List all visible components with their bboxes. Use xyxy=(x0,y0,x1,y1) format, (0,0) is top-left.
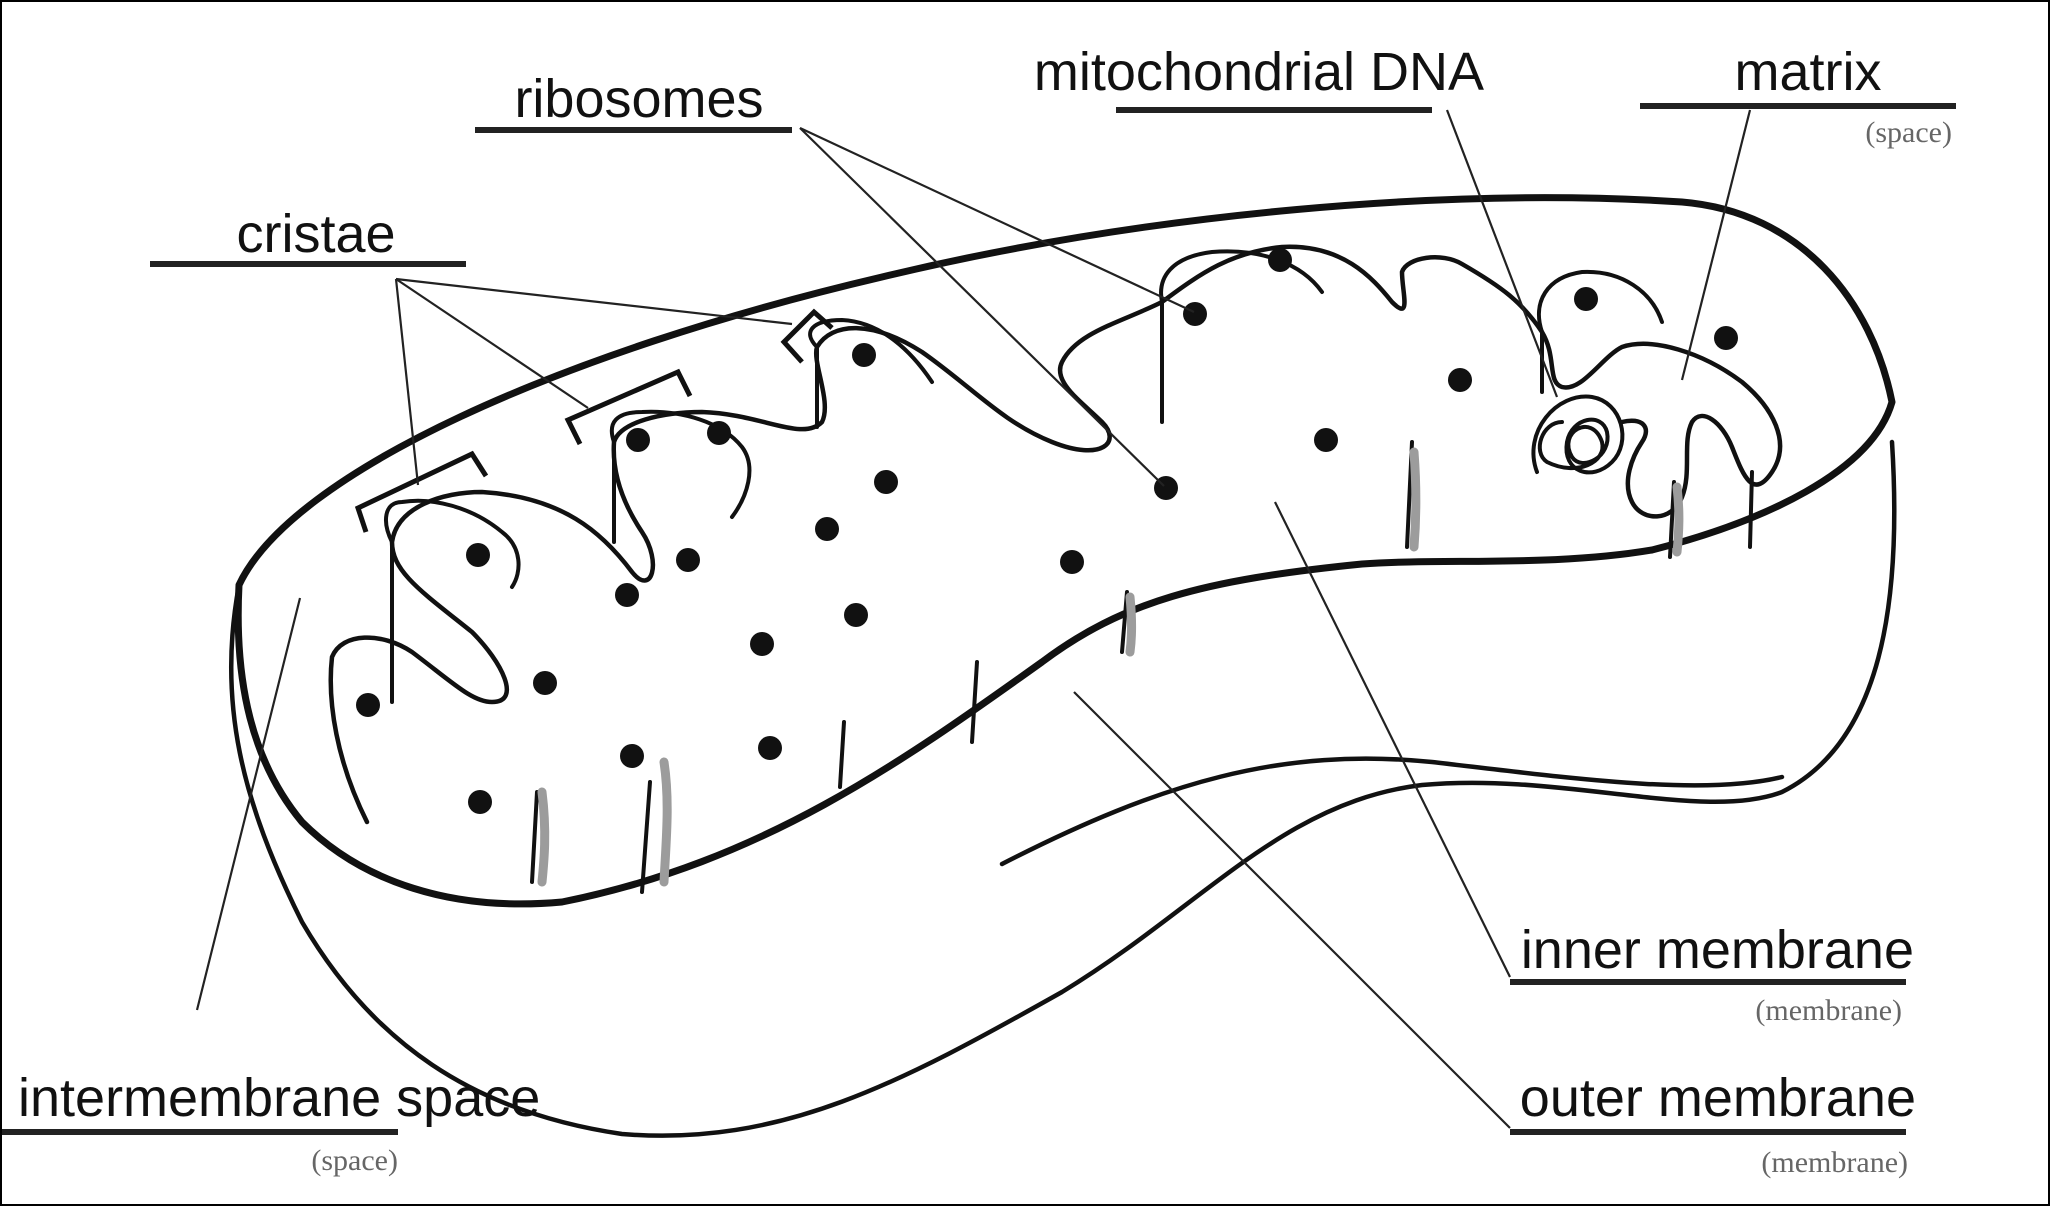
ribosome-dot xyxy=(844,603,868,627)
ribosome-dot xyxy=(676,548,700,572)
outer-membrane-side xyxy=(228,439,1897,1138)
ribosome-dot xyxy=(815,517,839,541)
crista-shadow-2 xyxy=(659,757,672,887)
ribosome-dot xyxy=(750,632,774,656)
ribosome-dot xyxy=(1183,302,1207,326)
ribosome-dot xyxy=(1314,428,1338,452)
ribosome-dot xyxy=(1268,248,1292,272)
label-underlines xyxy=(2,103,1956,1135)
crista-shadow-4 xyxy=(1409,447,1421,552)
ribosome-dot xyxy=(1448,368,1472,392)
crista-shadow-1 xyxy=(537,787,550,887)
matrix-sublabel: (space) xyxy=(1865,116,1952,149)
labels: cristae ribosomes mitochondrial DNA matr… xyxy=(18,42,1952,1179)
mitochondrial-dna-loop xyxy=(1531,394,1625,475)
cristae-ridge-2 xyxy=(609,409,752,519)
matrix-leader xyxy=(1680,109,1752,381)
cristae-ridge-3 xyxy=(808,318,934,384)
ribosome-dot xyxy=(707,421,731,445)
crista-bracket-1 xyxy=(354,450,489,533)
crista-wall-6 xyxy=(530,790,539,884)
cristae-ridge-5 xyxy=(1536,269,1664,334)
mitochondrial-dna-leader xyxy=(1445,109,1559,398)
ribosome-dot xyxy=(615,583,639,607)
ribosome-dot xyxy=(1714,326,1738,350)
crista-bracket-3 xyxy=(780,308,834,364)
cristae-label: cristae xyxy=(236,204,395,264)
outer-membrane-back-fold xyxy=(999,756,1785,867)
ribosome-dot xyxy=(468,790,492,814)
matrix-label: matrix xyxy=(1735,42,1882,102)
cristae-leader-1 xyxy=(394,278,420,486)
ribosome-dot xyxy=(874,470,898,494)
inner-membrane-sublabel: (membrane) xyxy=(1755,994,1902,1027)
mitochondrial-dna-label: mitochondrial DNA xyxy=(1034,42,1484,102)
cristae-leader-2 xyxy=(395,278,589,409)
ribosomes-leader-2 xyxy=(799,127,1165,487)
ribosome-dot xyxy=(852,343,876,367)
crista-bracket-2 xyxy=(564,368,693,446)
inner-membrane xyxy=(328,244,1783,894)
ribosomes-label: ribosomes xyxy=(514,69,763,129)
crista-shadow-3 xyxy=(1125,592,1136,657)
cristae-leader-3 xyxy=(395,277,793,326)
inner-membrane-fold-path xyxy=(328,244,1783,825)
intermembrane-space-label: intermembrane space xyxy=(18,1068,540,1128)
outer-membrane-rim xyxy=(234,194,1896,908)
inner-membrane-label: inner membrane xyxy=(1521,920,1914,980)
leader-lines xyxy=(195,109,1752,1129)
crista-wall-13 xyxy=(1748,470,1754,549)
ribosome-dot xyxy=(626,428,650,452)
outer-membrane-label: outer membrane xyxy=(1520,1068,1916,1128)
inner-membrane-leader xyxy=(1274,501,1511,978)
cristae-ridge-4 xyxy=(1159,249,1324,304)
dna-strand xyxy=(1531,394,1625,475)
ribosome-dot xyxy=(620,744,644,768)
outer-membrane-sublabel: (membrane) xyxy=(1761,1146,1908,1179)
ribosome-dot xyxy=(1060,550,1084,574)
crista-wall-7 xyxy=(640,780,652,894)
ribosome-dot xyxy=(533,671,557,695)
ribosomes-leader-1 xyxy=(799,127,1195,313)
intermembrane-space-leader xyxy=(195,597,302,1011)
cristae-ridge-1 xyxy=(384,498,521,589)
crista-wall-9 xyxy=(970,660,979,744)
ribosome-dot xyxy=(466,543,490,567)
outer-membrane-body xyxy=(228,194,1897,1138)
ribosome-dots xyxy=(356,248,1738,814)
intermembrane-space-sublabel: (space) xyxy=(311,1144,398,1177)
cristae-brackets xyxy=(354,308,834,533)
outer-membrane-leader xyxy=(1073,691,1511,1129)
ribosome-dot xyxy=(1574,287,1598,311)
ribosome-dot xyxy=(758,736,782,760)
crista-shadow-5 xyxy=(1672,482,1684,557)
ribosome-dot xyxy=(356,693,380,717)
crista-wall-8 xyxy=(838,720,846,789)
